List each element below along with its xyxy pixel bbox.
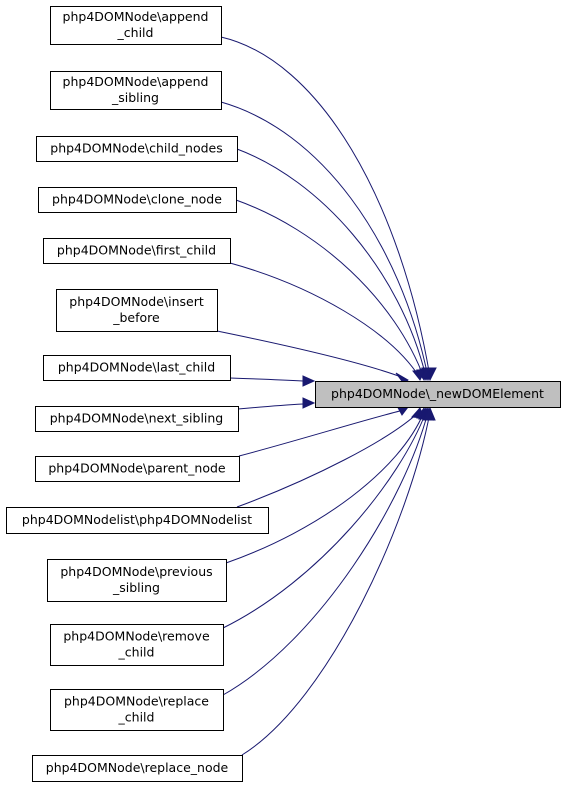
target-node-newdomelement-label-line: php4DOMNode\_newDOMElement [331,386,544,401]
caller-node-first-child[interactable]: php4DOMNode\first_child [43,238,231,264]
call-edge-parent-node [238,409,405,457]
call-edge-append-sibling [220,101,429,378]
call-edge-remove-child [222,411,427,629]
caller-node-child-nodes-label-line: php4DOMNode\child_nodes [50,141,222,156]
caller-node-first-child-label-line: php4DOMNode\first_child [57,243,216,258]
caller-node-parent-node-box [35,456,240,482]
caller-node-last-child[interactable]: php4DOMNode\last_child [43,355,231,381]
caller-node-append-child-box [50,6,222,45]
call-edge-next-sibling [237,403,304,410]
caller-node-insert-before-box [56,289,218,332]
caller-node-clone-node[interactable]: php4DOMNode\clone_node [38,187,237,213]
caller-node-previous-sibling[interactable]: php4DOMNode\previous_sibling [47,559,227,602]
call-edge-insert-before [216,330,405,379]
call-edges [216,36,437,756]
caller-node-last-child-label-line: php4DOMNode\last_child [58,360,215,375]
call-edge-clone-node [235,199,425,379]
arrowhead-last-child [302,375,316,387]
caller-node-nodelist-constructor-label-line: php4DOMNodelist\php4DOMNodelist [22,512,252,527]
caller-node-replace-child-label-line: _child [118,710,155,725]
caller-node-clone-node-label-line: php4DOMNode\clone_node [52,192,222,207]
caller-node-nodelist-constructor[interactable]: php4DOMNodelist\php4DOMNodelist [6,507,269,534]
call-edge-first-child [229,262,421,379]
caller-node-append-sibling-label-line: php4DOMNode\append [63,74,209,89]
caller-node-append-child-label-line: _child [117,25,154,40]
caller-node-next-sibling-box [35,406,239,432]
caller-node-append-sibling[interactable]: php4DOMNode\append_sibling [50,71,222,110]
caller-node-nodelist-constructor-box [6,507,269,534]
target-node-newdomelement-box [315,381,561,408]
arrowhead-next-sibling [302,397,316,409]
caller-node-child-nodes[interactable]: php4DOMNode\child_nodes [36,136,238,162]
caller-node-replace-node-box [32,755,243,782]
caller-node-replace-node[interactable]: php4DOMNode\replace_node [32,755,243,782]
caller-node-next-sibling-label-line: php4DOMNode\next_sibling [50,411,224,426]
caller-node-insert-before[interactable]: php4DOMNode\insert_before [56,289,218,332]
caller-node-child-nodes-box [36,136,238,162]
caller-node-append-child[interactable]: php4DOMNode\append_child [50,6,222,45]
caller-node-replace-child-box [50,689,224,731]
caller-node-replace-node-label-line: php4DOMNode\replace_node [46,760,229,775]
caller-node-previous-sibling-label-line: php4DOMNode\previous [60,564,212,579]
caller-node-insert-before-label-line: php4DOMNode\insert [69,294,204,309]
caller-node-insert-before-label-line: _before [112,310,160,325]
call-edge-last-child [229,377,304,382]
caller-node-remove-child-label-line: php4DOMNode\remove [63,629,210,644]
target-node-newdomelement[interactable]: php4DOMNode\_newDOMElement [315,381,561,408]
call-edge-append-child [220,36,431,378]
call-edge-replace-node [241,411,431,756]
call-edge-child-nodes [236,148,427,378]
caller-node-previous-sibling-box [47,559,227,602]
caller-node-replace-child[interactable]: php4DOMNode\replace_child [50,689,224,731]
caller-node-append-child-label-line: php4DOMNode\append [63,9,209,24]
arrowhead-first-child [412,369,426,381]
caller-node-first-child-box [43,238,231,264]
caller-node-previous-sibling-label-line: _sibling [112,580,160,595]
arrowhead-replace-node [422,406,436,421]
caller-node-replace-child-label-line: php4DOMNode\replace [64,694,209,709]
graph-nodes: php4DOMNode\append_childphp4DOMNode\appe… [6,6,561,782]
caller-node-next-sibling[interactable]: php4DOMNode\next_sibling [35,406,239,432]
caller-node-remove-child[interactable]: php4DOMNode\remove_child [50,624,224,666]
call-edge-previous-sibling [225,411,425,564]
call-edge-nodelist-constructor [236,410,421,508]
caller-node-append-sibling-label-line: _sibling [111,90,159,105]
call-edge-replace-child [222,411,429,696]
caller-node-append-sibling-box [50,71,222,110]
caller-node-clone-node-box [38,187,237,213]
caller-node-parent-node-label-line: php4DOMNode\parent_node [48,461,226,476]
caller-node-remove-child-box [50,624,224,666]
caller-node-parent-node[interactable]: php4DOMNode\parent_node [35,456,240,482]
caller-node-remove-child-label-line: _child [118,645,155,660]
caller-node-last-child-box [43,355,231,381]
